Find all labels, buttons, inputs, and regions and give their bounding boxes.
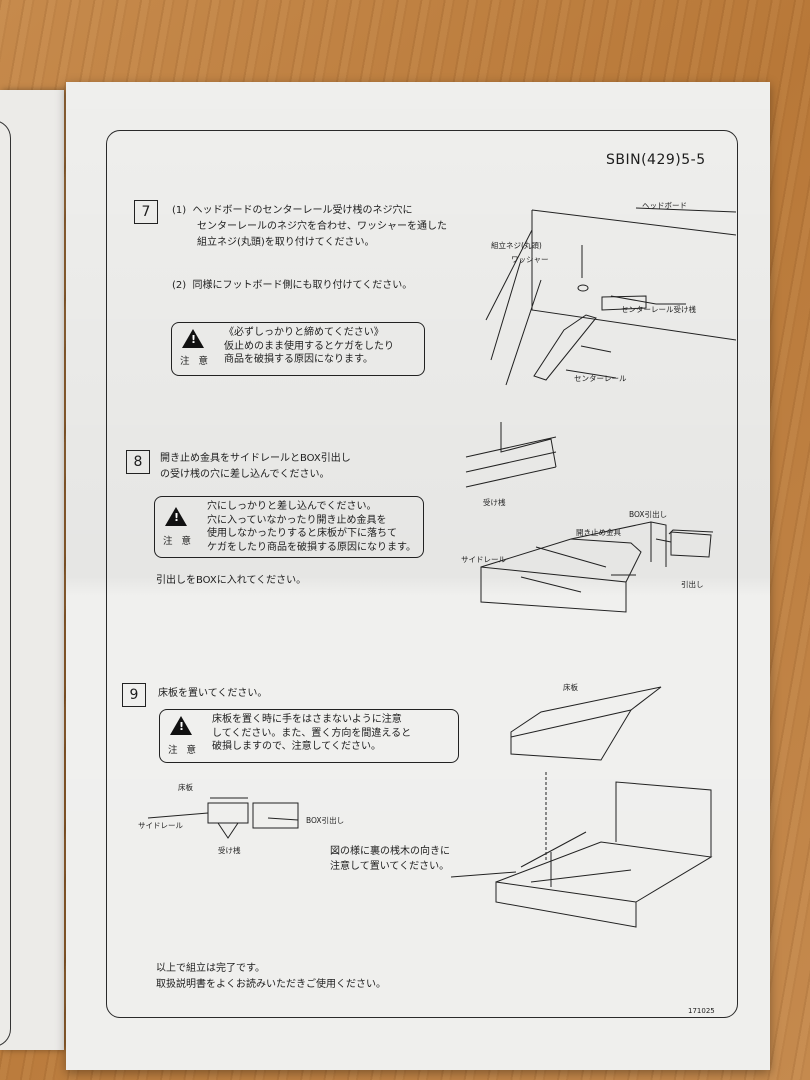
step-9-caution-box: ! 注 意 床板を置く時に手をはさまないように注意 してください。また、置く方向… (159, 709, 459, 763)
label-box-drawer: BOX引出し (629, 509, 667, 519)
label-box-drawer: BOX引出し (306, 815, 344, 825)
warning-icon: ! (182, 329, 204, 348)
footer-code: 171025 (688, 1007, 715, 1015)
step-9-warning-text: 床板を置く時に手をはさまないように注意 してください。また、置く方向を間違えると… (212, 714, 412, 752)
step-8-diagram: 受け桟 BOX引出し 開き止め金具 サイドレール 引出し (461, 422, 714, 613)
step-9-cross-section: 床板 サイドレール BOX引出し 受け桟 (138, 782, 344, 855)
label-screw: 組立ネジ(丸頭) (491, 240, 542, 250)
step-8-warning-text: 穴にしっかりと差し込んでください。 穴に入っていなかったり開き止め金具を 使用し… (207, 501, 416, 553)
step-7-diagram: ヘッドボード 組立ネジ(丸頭) ワッシャー センターレール受け桟 センターレール (485, 201, 737, 386)
label-center-rail: センターレール (574, 374, 627, 383)
step-8-after-text: 引出しをBOXに入れてください。 (156, 575, 307, 586)
label-washer: ワッシャー (511, 255, 549, 264)
closing-line-2: 取扱説明書をよくお読みいただきご使用ください。 (156, 979, 386, 990)
step-7-line-4: (2) 同様にフットボード側にも取り付けてください。 (172, 280, 413, 291)
closing-line-1: 以上で組立は完了です。 (156, 963, 265, 974)
label-floorboard-top: 床板 (563, 682, 578, 692)
label-stopper: 開き止め金具 (576, 527, 621, 537)
left-page-edge (0, 90, 64, 1050)
label-headboard: ヘッドボード (642, 201, 687, 210)
step-7-line-3: 組立ネジ(丸頭)を取り付けてください。 (197, 237, 375, 248)
label-support: 受け桟 (218, 845, 241, 855)
step-9-diagram: 床板 (450, 682, 713, 928)
warning-icon: ! (165, 507, 187, 526)
step-7-warning-text: 《必ずしっかりと締めてください》 仮止めのまま使用するとケガをしたり 商品を破損… (224, 327, 394, 365)
step-9-number: 9 (122, 683, 146, 707)
step-9-note-1: 図の様に裏の桟木の向きに (330, 846, 450, 857)
warning-icon: ! (170, 716, 192, 735)
caution-label: 注 意 (180, 356, 212, 367)
doc-code: SBIN(429)5-5 (606, 152, 706, 168)
label-floorboard: 床板 (178, 782, 193, 792)
step-8-line-1: 開き止め金具をサイドレールとBOX引出し (160, 453, 351, 464)
label-rail-support: センターレール受け桟 (621, 304, 696, 314)
step-9-line-1: 床板を置いてください。 (158, 688, 268, 699)
step-7-line-1: (1) ヘッドボードのセンターレール受け桟のネジ穴に (172, 205, 413, 216)
page-border (106, 130, 738, 1018)
step-8-line-2: の受け桟の穴に差し込んでください。 (160, 469, 330, 480)
step-8-number: 8 (126, 450, 150, 474)
caution-label: 注 意 (163, 536, 195, 547)
caution-label: 注 意 (168, 745, 200, 756)
instruction-sheet: SBIN(429)5-5 7 (1) ヘッドボードのセンターレール受け桟のネジ穴… (66, 82, 770, 1070)
step-9-note-2: 注意して置いてください。 (330, 861, 450, 872)
step-7-number: 7 (134, 200, 158, 224)
label-side-rail: サイドレール (461, 555, 506, 564)
label-drawer: 引出し (681, 579, 704, 589)
step-8-caution-box: ! 注 意 穴にしっかりと差し込んでください。 穴に入っていなかったり開き止め金… (154, 496, 424, 558)
label-side-rail: サイドレール (138, 821, 183, 830)
label-support: 受け桟 (483, 497, 506, 507)
step-7-line-2: センターレールのネジ穴を合わせ、ワッシャーを通した (197, 221, 447, 232)
step-7-caution-box: ! 注 意 《必ずしっかりと締めてください》 仮止めのまま使用するとケガをしたり… (171, 322, 425, 376)
